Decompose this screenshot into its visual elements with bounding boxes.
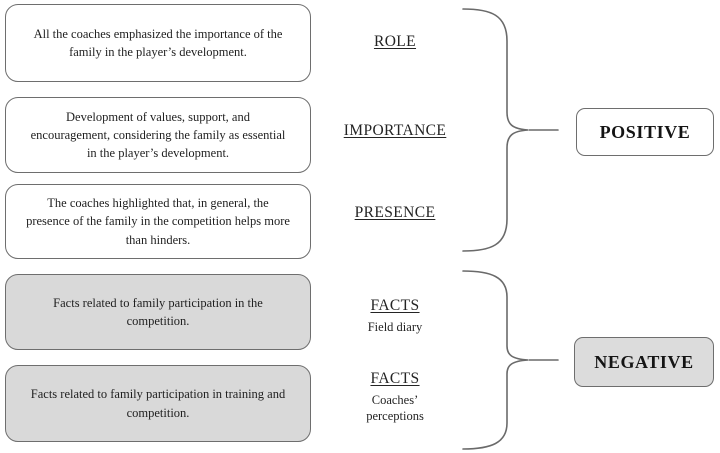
theme-facts-field-diary-subtitle: Field diary <box>367 320 423 334</box>
theme-role-title: ROLE <box>373 33 417 50</box>
finding-box-presence: The coaches highlighted that, in general… <box>5 184 311 259</box>
finding-box-importance: Development of values, support, and enco… <box>5 97 311 173</box>
finding-box-facts-perceptions: Facts related to family participation in… <box>5 365 311 442</box>
finding-box-role-text: All the coaches emphasized the importanc… <box>33 26 283 59</box>
theme-facts-field-diary-title: FACTS <box>370 297 420 314</box>
finding-box-facts-field-diary: Facts related to family participation in… <box>5 274 311 350</box>
finding-box-facts-perceptions-text: Facts related to family participation in… <box>30 387 286 420</box>
theme-facts-perceptions-subtitle: Coaches’ perceptions <box>366 393 424 423</box>
group-box-positive: POSITIVE <box>576 108 714 156</box>
theme-role: ROLE <box>325 33 465 51</box>
group-box-positive-label: POSITIVE <box>599 121 691 142</box>
theme-importance-title: IMPORTANCE <box>343 122 447 139</box>
theme-importance: IMPORTANCE <box>325 122 465 140</box>
theme-facts-field-diary: FACTS Field diary <box>325 297 465 335</box>
positive-brace-path <box>462 8 529 252</box>
theme-presence: PRESENCE <box>325 204 465 222</box>
finding-box-role: All the coaches emphasized the importanc… <box>5 4 311 82</box>
theme-facts-perceptions: FACTS Coaches’ perceptions <box>325 370 465 424</box>
theme-facts-perceptions-title: FACTS <box>370 370 420 387</box>
finding-box-importance-text: Development of values, support, and enco… <box>30 109 286 161</box>
group-box-negative-label: NEGATIVE <box>594 351 694 372</box>
finding-box-facts-field-diary-text: Facts related to family participation in… <box>53 295 263 328</box>
finding-box-presence-text: The coaches highlighted that, in general… <box>26 196 290 247</box>
theme-presence-title: PRESENCE <box>354 204 436 221</box>
negative-brace <box>462 270 559 450</box>
positive-brace <box>462 8 559 252</box>
negative-brace-path <box>462 270 529 450</box>
group-box-negative: NEGATIVE <box>574 337 714 387</box>
